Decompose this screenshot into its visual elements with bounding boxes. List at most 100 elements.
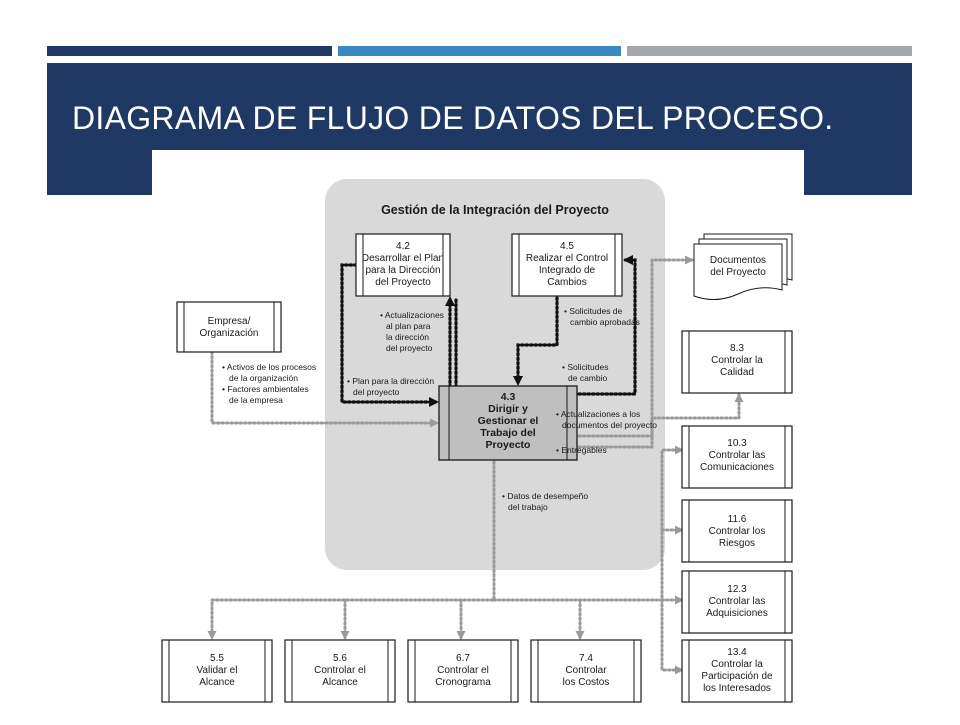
process-12-3-line1: Controlar las [709, 596, 766, 607]
flow-actualizaciones-documentos [577, 255, 694, 438]
process-7-4: 7.4 Controlar los Costos [530, 639, 642, 703]
process-4-5-line2: Integrado de [539, 265, 596, 276]
process-8-3-number: 8.3 [730, 343, 744, 354]
process-10-3-line1: Controlar las [709, 450, 766, 461]
process-8-3-line2: Calidad [720, 367, 754, 378]
process-4-3-line3: Trabajo del [480, 427, 536, 439]
flow-to-13-4 [660, 598, 684, 675]
process-11-6: 11.6 Controlar los Riesgos [681, 499, 793, 563]
label-plan-direccion: • Plan para la dirección del proyecto [347, 376, 434, 397]
flow-entregables [577, 393, 744, 449]
process-5-5-line1: Validar el [197, 665, 238, 676]
documentos-line1: Documentos [710, 255, 766, 266]
label-datos-desempeno: • Datos de desempeño del trabajo [502, 491, 588, 512]
process-10-3: 10.3 Controlar las Comunicaciones [681, 425, 793, 489]
process-5-5-number: 5.5 [210, 653, 224, 664]
process-10-3-number: 10.3 [727, 438, 747, 449]
process-11-6-line2: Riesgos [719, 538, 755, 549]
process-7-4-line2: los Costos [563, 677, 610, 688]
label-solicitudes-cambio: • Solicitudes de cambio [562, 362, 608, 383]
process-4-2-line3: del Proyecto [375, 277, 431, 288]
flow-empresa-to-4-3 [210, 350, 439, 428]
label-activos: • Activos de los procesos de la organiza… [222, 362, 316, 405]
label-activos-3: • Factores ambientales [222, 384, 309, 394]
process-13-4-number: 13.4 [727, 647, 747, 658]
process-4-2: 4.2 Desarrollar el Plan para la Direcció… [355, 233, 451, 297]
process-11-6-line1: Controlar los [709, 526, 766, 537]
process-4-3: 4.3 Dirigir y Gestionar el Trabajo del P… [438, 385, 578, 461]
accent-bar-blue [338, 46, 621, 56]
process-4-2-line2: para la Dirección [365, 265, 440, 276]
process-13-4: 13.4 Controlar la Participación de los I… [681, 639, 793, 703]
process-6-7-number: 6.7 [456, 653, 470, 664]
process-4-2-line1: Desarrollar el Plan [362, 253, 444, 264]
process-12-3: 12.3 Controlar las Adquisiciones [681, 570, 793, 634]
label-entregables: • Entregables [556, 445, 607, 455]
diagram-canvas: Gestión de la Integración del Proyecto 4… [152, 150, 804, 720]
label-sol-apr-1: • Solicitudes de [564, 306, 623, 316]
process-5-6: 5.6 Controlar el Alcance [284, 639, 396, 703]
label-sol-cam-2: de cambio [568, 373, 607, 383]
label-act-doc-2: documentos del proyecto [562, 420, 657, 430]
process-5-6-line1: Controlar el [314, 665, 366, 676]
process-7-4-number: 7.4 [579, 653, 593, 664]
process-8-3: 8.3 Controlar la Calidad [681, 330, 793, 394]
process-6-7-line1: Controlar el [437, 665, 489, 676]
process-4-5-line3: Cambios [547, 277, 586, 288]
label-activos-1: • Activos de los procesos [222, 362, 316, 372]
label-sol-apr-2: cambio aprobadas [570, 317, 640, 327]
flow-datos-desempeno [207, 460, 496, 640]
process-4-3-line1: Dirigir y [488, 403, 528, 415]
process-4-3-line2: Gestionar el [478, 415, 539, 427]
group-title: Gestión de la Integración del Proyecto [381, 203, 609, 217]
documentos-del-proyecto-icon: Documentos del Proyecto [693, 233, 793, 300]
label-actualizaciones-documentos: • Actualizaciones a los documentos del p… [556, 409, 657, 430]
process-13-4-line2: Participación de [701, 671, 773, 682]
external-empresa-organizacion: Empresa/ Organización [176, 301, 282, 353]
label-plan-2: del proyecto [353, 387, 400, 397]
label-plan-1: • Plan para la dirección [347, 376, 434, 386]
label-activos-2: de la organización [229, 373, 298, 383]
label-datos-2: del trabajo [508, 502, 548, 512]
process-13-4-line3: los Interesados [703, 683, 771, 694]
accent-bar-gray [627, 46, 912, 56]
flow-to-10-3 [492, 445, 684, 602]
label-solicitudes-aprobadas: • Solicitudes de cambio aprobadas [564, 306, 640, 327]
process-4-5: 4.5 Realizar el Control Integrado de Cam… [511, 233, 623, 297]
process-4-2-number: 4.2 [396, 241, 410, 252]
accent-bar-dark [47, 46, 332, 56]
flow-plan-direccion [340, 263, 439, 407]
process-5-6-line2: Alcance [322, 677, 358, 688]
process-10-3-line2: Comunicaciones [700, 462, 774, 473]
process-12-3-line2: Adquisiciones [706, 608, 768, 619]
process-8-3-line1: Controlar la [711, 355, 763, 366]
process-6-7-line2: Cronograma [435, 677, 491, 688]
process-4-3-line4: Proyecto [486, 439, 531, 451]
label-act-doc-1: • Actualizaciones a los [556, 409, 640, 419]
label-sol-cam-1: • Solicitudes [562, 362, 608, 372]
process-4-3-number: 4.3 [501, 391, 516, 403]
process-5-6-number: 5.6 [333, 653, 347, 664]
process-4-5-number: 4.5 [560, 241, 574, 252]
label-activos-4: de la empresa [229, 395, 283, 405]
documentos-line2: del Proyecto [710, 267, 766, 278]
process-5-5-line2: Alcance [199, 677, 235, 688]
empresa-line2: Organización [200, 328, 259, 339]
label-actualizaciones-plan: • Actualizaciones al plan para la direcc… [380, 310, 444, 353]
process-12-3-number: 12.3 [727, 584, 747, 595]
label-act-plan-4: del proyecto [386, 343, 433, 353]
empresa-line1: Empresa/ [208, 316, 251, 327]
flow-solicitudes-cambio [577, 255, 637, 396]
label-act-plan-3: la dirección [386, 332, 429, 342]
process-7-4-line1: Controlar [565, 665, 607, 676]
label-act-plan-1: • Actualizaciones [380, 310, 444, 320]
process-11-6-number: 11.6 [728, 514, 747, 525]
label-act-plan-2: al plan para [386, 321, 431, 331]
process-13-4-line1: Controlar la [711, 659, 763, 670]
process-6-7: 6.7 Controlar el Cronograma [407, 639, 519, 703]
flow-solicitudes-aprobadas [513, 296, 559, 386]
label-datos-1: • Datos de desempeño [502, 491, 588, 501]
process-4-5-line1: Realizar el Control [526, 253, 608, 264]
data-flow-diagram: Gestión de la Integración del Proyecto 4… [161, 179, 793, 703]
process-5-5: 5.5 Validar el Alcance [161, 639, 273, 703]
